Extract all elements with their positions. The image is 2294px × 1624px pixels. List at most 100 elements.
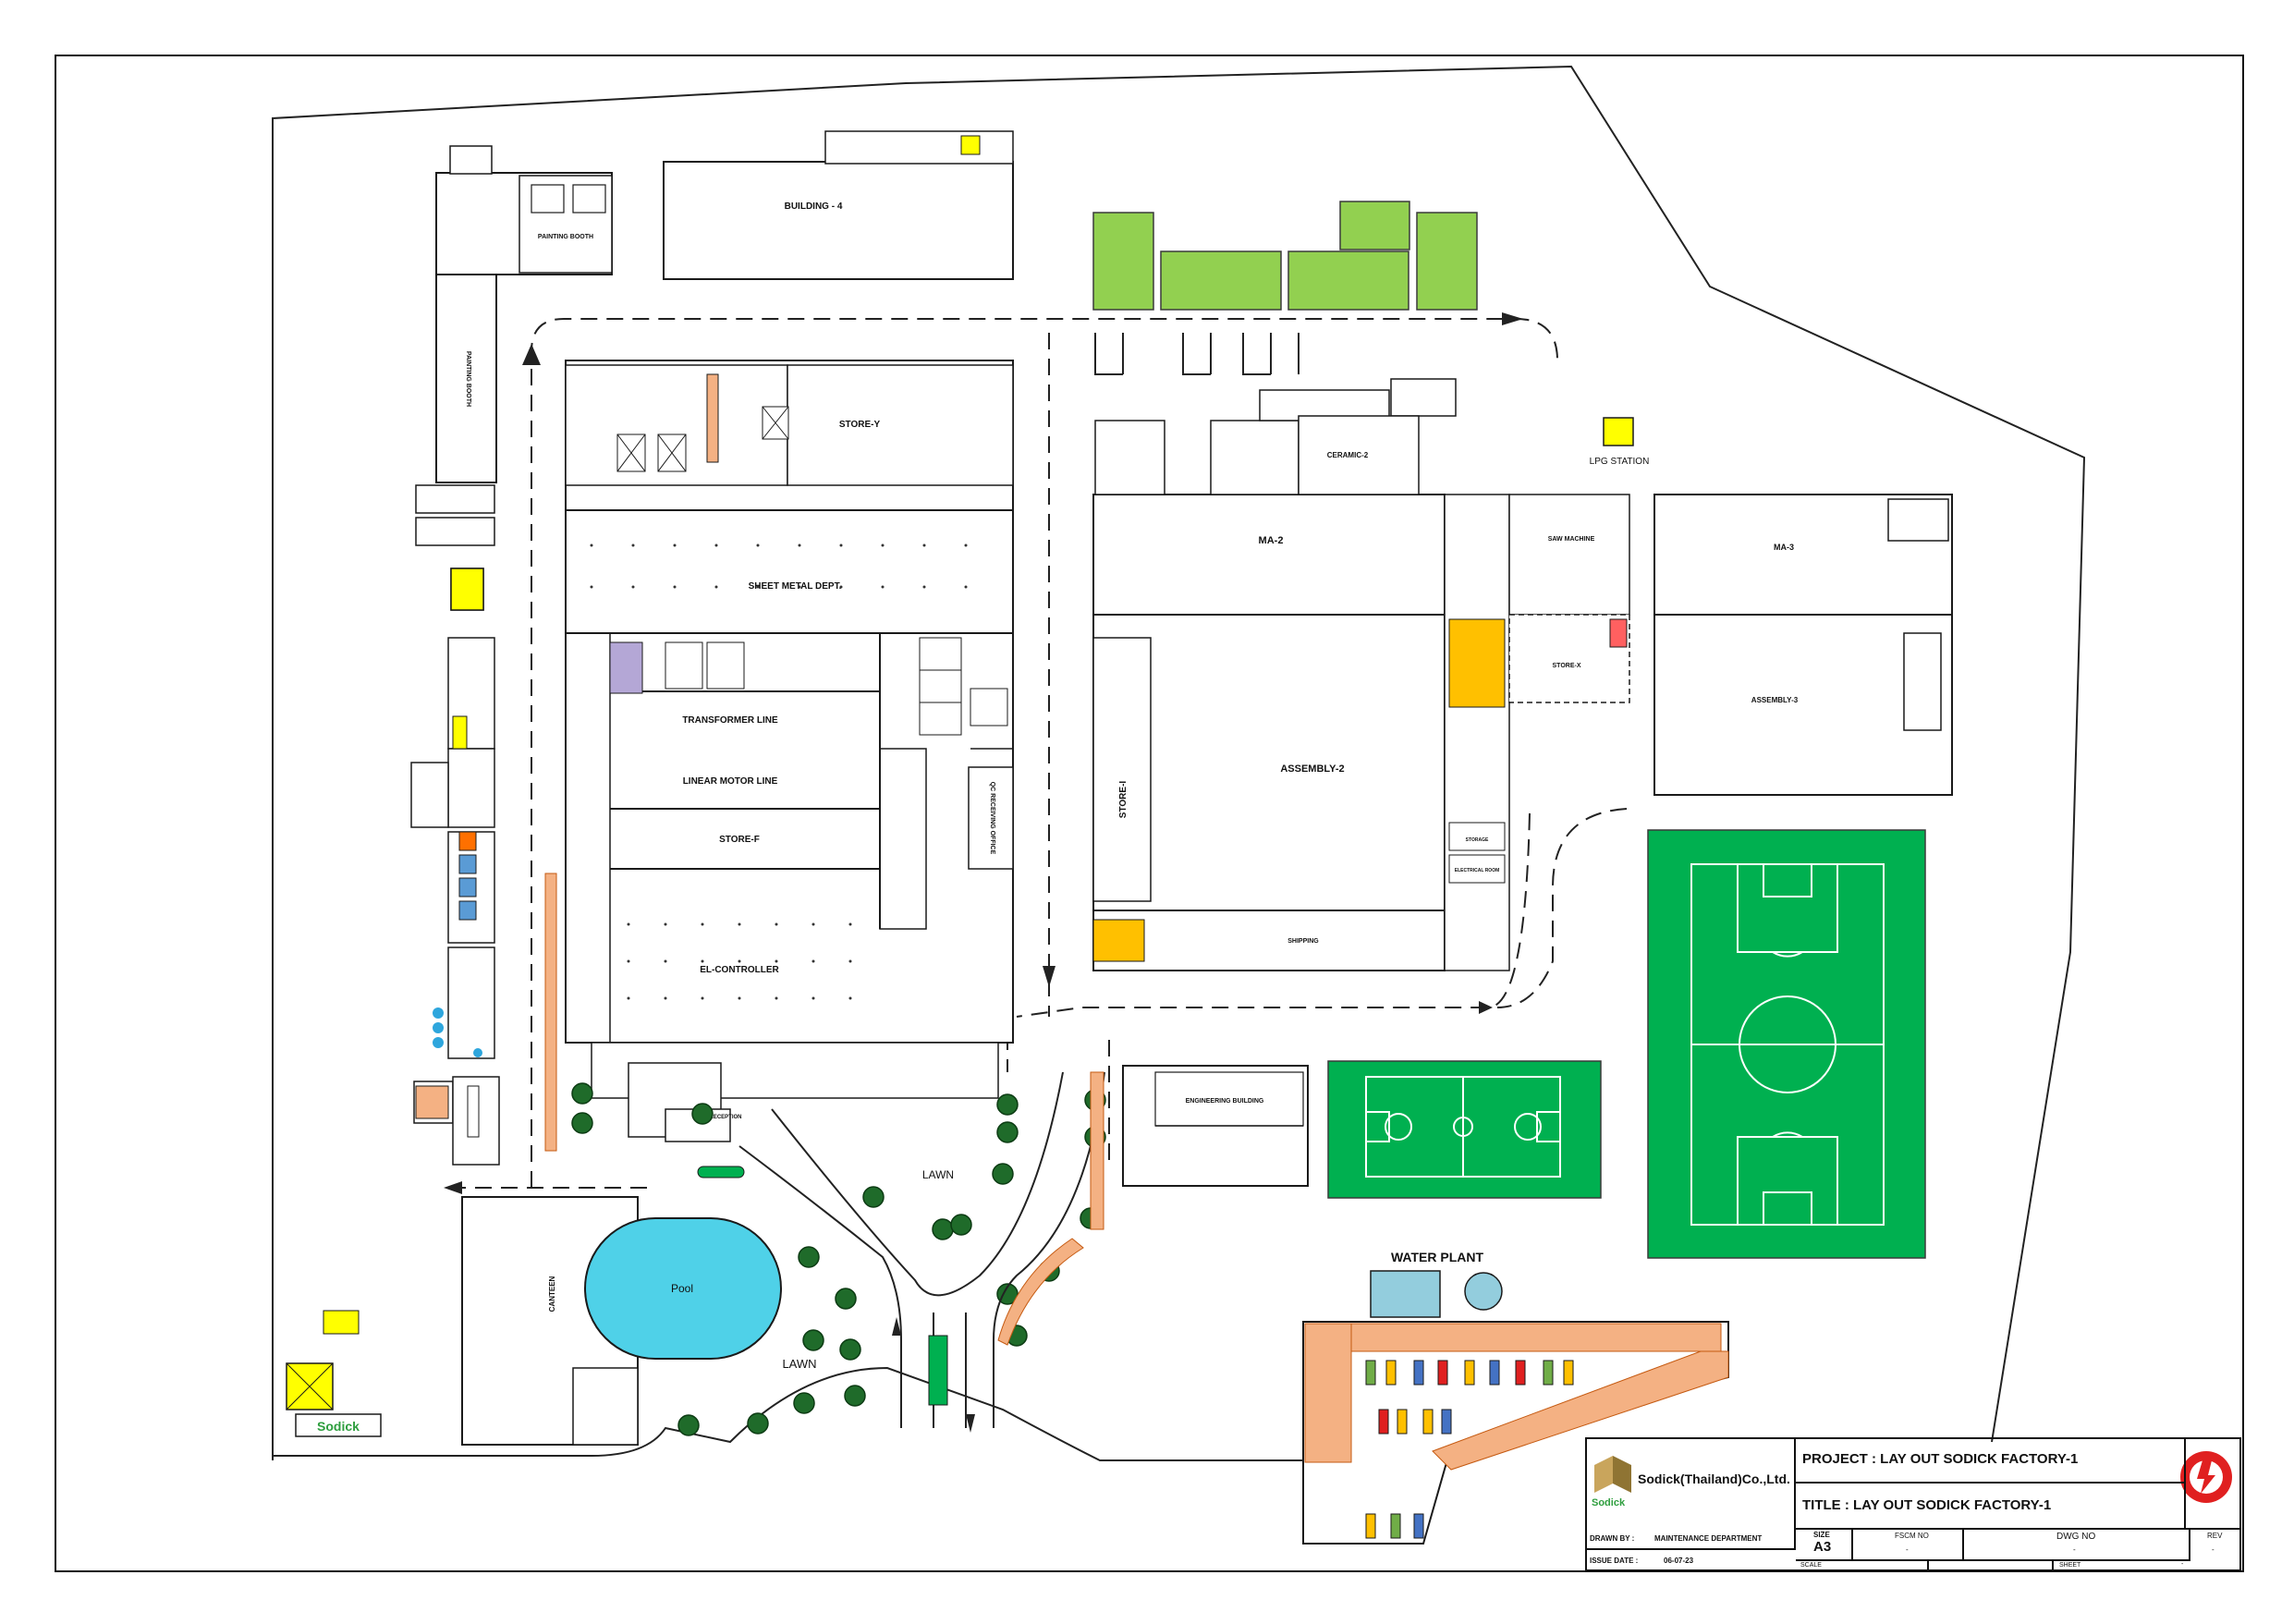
store-y-label: STORE-Y bbox=[839, 420, 881, 430]
column-dot bbox=[839, 585, 843, 589]
column-dot bbox=[756, 543, 760, 547]
assembly2-label: ASSEMBLY-2 bbox=[1280, 763, 1344, 775]
assembly3-block bbox=[1653, 614, 1953, 796]
parking-bays bbox=[1094, 333, 1300, 375]
assembly3-label: ASSEMBLY-3 bbox=[1751, 696, 1799, 704]
dwg-label: DWG NO bbox=[2056, 1532, 2096, 1542]
painting-booth-label: PAINTING BOOTH bbox=[538, 234, 593, 240]
storage-label: STORAGE bbox=[1466, 837, 1489, 843]
tree-icon bbox=[992, 1163, 1014, 1185]
sheet-label: SHEET bbox=[2059, 1562, 2081, 1569]
tree-icon bbox=[571, 1082, 593, 1105]
column-dot bbox=[673, 585, 677, 589]
title-block-logo-cell bbox=[1585, 1437, 1796, 1530]
column-dot bbox=[811, 922, 815, 926]
ceramic-label: CERAMIC-2 bbox=[1327, 451, 1369, 459]
store-f-label: STORE-F bbox=[719, 835, 760, 845]
svg-text:PAINTING BOOTH: PAINTING BOOTH bbox=[465, 351, 471, 407]
sodick-logo-icon bbox=[1594, 1456, 1631, 1493]
parking-stripes bbox=[1304, 1323, 1729, 1471]
column-dot bbox=[798, 585, 801, 589]
store-x-label: STORE-X bbox=[1553, 663, 1581, 669]
pool-label: Pool bbox=[671, 1282, 693, 1295]
water-plant-circle bbox=[1464, 1272, 1503, 1311]
column-dot bbox=[881, 543, 885, 547]
column-dot bbox=[964, 543, 968, 547]
tree-icon bbox=[844, 1385, 866, 1407]
column-dot bbox=[756, 585, 760, 589]
tree-icon bbox=[996, 1093, 1019, 1116]
column-dot bbox=[673, 543, 677, 547]
transformer-line-label: TRANSFORMER LINE bbox=[682, 715, 778, 726]
sheet-metal-label: SHEET METAL DEPT. bbox=[749, 581, 842, 592]
tree-icon bbox=[793, 1392, 815, 1414]
shipping-label: SHIPPING bbox=[1287, 938, 1319, 945]
column-dot bbox=[701, 959, 704, 963]
sodick-sign-label: Sodick bbox=[317, 1419, 360, 1434]
sheet-value: - bbox=[2181, 1561, 2184, 1568]
warning-logo-icon bbox=[2180, 1451, 2232, 1503]
lpg-station-marker bbox=[1603, 417, 1634, 446]
lawn-label-1: LAWN bbox=[922, 1168, 954, 1181]
column-dot bbox=[811, 959, 815, 963]
scale-label: SCALE bbox=[1800, 1562, 1822, 1569]
pool bbox=[584, 1217, 782, 1360]
tree-icon bbox=[835, 1288, 857, 1310]
drawn-by-value: MAINTENANCE DEPARTMENT bbox=[1654, 1534, 1763, 1543]
column-dot bbox=[714, 585, 718, 589]
column-dot bbox=[631, 543, 635, 547]
column-dot bbox=[811, 996, 815, 1000]
company-name: Sodick(Thailand)Co.,Ltd. bbox=[1638, 1471, 1790, 1486]
ma2-label: MA-2 bbox=[1259, 535, 1284, 546]
column-dot bbox=[664, 996, 667, 1000]
column-dot bbox=[627, 922, 630, 926]
column-dot bbox=[922, 543, 926, 547]
trees bbox=[571, 1082, 1106, 1436]
qc-receiving-label: QC RECEIVING OFFICE bbox=[989, 782, 995, 855]
tree-icon bbox=[798, 1246, 820, 1268]
building-4-label: BUILDING - 4 bbox=[785, 201, 843, 212]
column-dot bbox=[627, 996, 630, 1000]
drawn-by-label: DRAWN BY : bbox=[1590, 1534, 1635, 1543]
column-dot bbox=[848, 959, 852, 963]
canteen-label: CANTEEN bbox=[548, 1276, 556, 1312]
size-value: A3 bbox=[1813, 1539, 1832, 1555]
column-dot bbox=[775, 922, 778, 926]
tree-icon bbox=[691, 1103, 714, 1125]
tree-icon bbox=[996, 1121, 1019, 1143]
tree-icon bbox=[747, 1412, 769, 1435]
building-4 bbox=[663, 161, 1014, 280]
parked-cars bbox=[1365, 1360, 1574, 1539]
project-title: PROJECT : LAY OUT SODICK FACTORY-1 bbox=[1802, 1451, 2079, 1467]
fscm-value: - bbox=[1906, 1545, 1909, 1554]
column-dot bbox=[964, 585, 968, 589]
column-dot bbox=[664, 959, 667, 963]
column-dot bbox=[738, 996, 741, 1000]
column-dot bbox=[590, 585, 593, 589]
column-dot bbox=[922, 585, 926, 589]
drawing-title: TITLE : LAY OUT SODICK FACTORY-1 bbox=[1802, 1497, 2052, 1513]
rev-value: - bbox=[2212, 1545, 2215, 1554]
walkways bbox=[544, 873, 1104, 1346]
column-dot bbox=[590, 543, 593, 547]
column-dot bbox=[775, 959, 778, 963]
tree-icon bbox=[571, 1112, 593, 1134]
column-dot bbox=[848, 922, 852, 926]
basketball-court bbox=[1327, 1060, 1602, 1199]
saw-machine-label: SAW MACHINE bbox=[1548, 536, 1595, 543]
natural-gas-station-marker bbox=[323, 1310, 360, 1335]
column-dot bbox=[775, 996, 778, 1000]
column-dot bbox=[738, 922, 741, 926]
column-dot bbox=[701, 996, 704, 1000]
painting-booth-long bbox=[435, 274, 497, 483]
size-label: SIZE bbox=[1813, 1531, 1830, 1539]
column-dot bbox=[701, 922, 704, 926]
ma3-label: MA-3 bbox=[1774, 543, 1794, 552]
assembly-2-block bbox=[1092, 494, 1446, 971]
column-dot bbox=[664, 922, 667, 926]
tree-icon bbox=[862, 1186, 885, 1208]
company-logo-text: Sodick bbox=[1592, 1497, 1626, 1508]
rev-label: REV bbox=[2207, 1532, 2223, 1540]
issue-date-value: 06-07-23 bbox=[1664, 1557, 1694, 1565]
tree-icon bbox=[996, 1283, 1019, 1305]
